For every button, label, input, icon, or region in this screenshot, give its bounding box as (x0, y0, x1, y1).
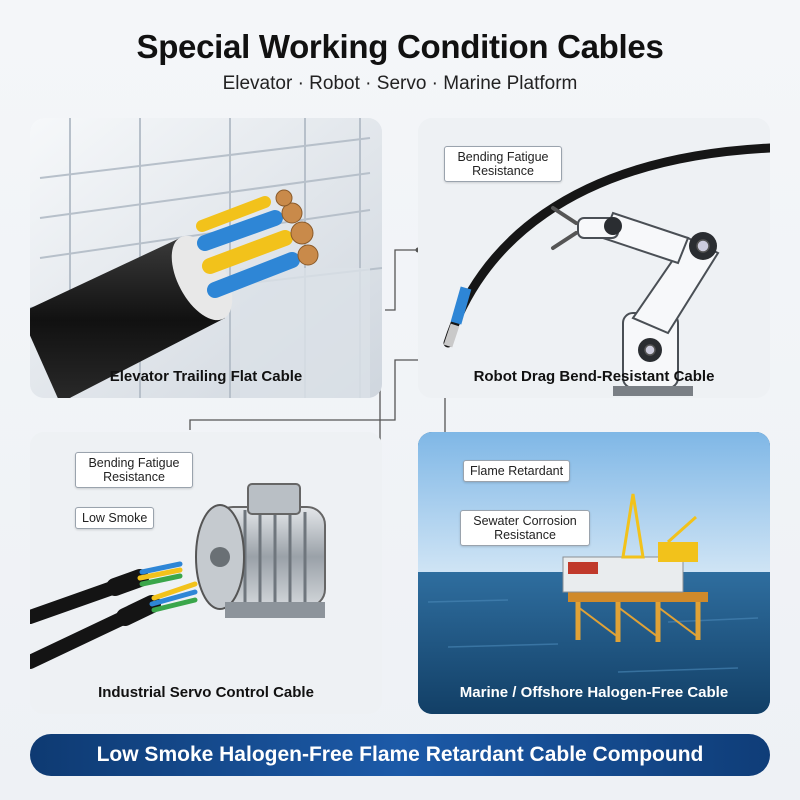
callout-servo-low-smoke: Low Smoke (75, 507, 155, 529)
panel-robot-cable: Bending Fatigue Resistance Robot Drag Be… (418, 118, 770, 398)
panel-marine-cable: Flame Retardant Sewater Corrosion Resist… (418, 432, 770, 714)
panel-label-robot: Robot Drag Bend-Resistant Cable (473, 368, 715, 385)
panel-elevator-cable: Elevator Trailing Flat Cable (30, 118, 382, 398)
bottom-banner: Low Smoke Halogen-Free Flame Retardant C… (30, 734, 770, 776)
panel-label-elevator: Elevator Trailing Flat Cable (109, 368, 303, 385)
panel-label-marine: Marine / Offshore Halogen-Free Cable (459, 684, 729, 701)
callout-marine-seawater: Sewater Corrosion Resistance (460, 510, 590, 546)
callout-marine-flame: Flame Retardant (463, 460, 571, 482)
offshore-platform-illustration (418, 432, 770, 714)
page-title: Special Working Condition Cables (136, 28, 664, 65)
panel-servo-cable: Bending Fatigue Resistance Low Smoke Ind… (30, 432, 382, 714)
callout-robot-bending: Bending Fatigue Resistance (444, 146, 562, 182)
panel-label-servo: Industrial Servo Control Cable (98, 684, 314, 701)
elevator-cable-illustration (30, 118, 382, 398)
page-subtitle: Elevator · Robot · Servo · Marine Platfo… (222, 73, 578, 94)
callout-servo-bending: Bending Fatigue Resistance (75, 452, 193, 488)
